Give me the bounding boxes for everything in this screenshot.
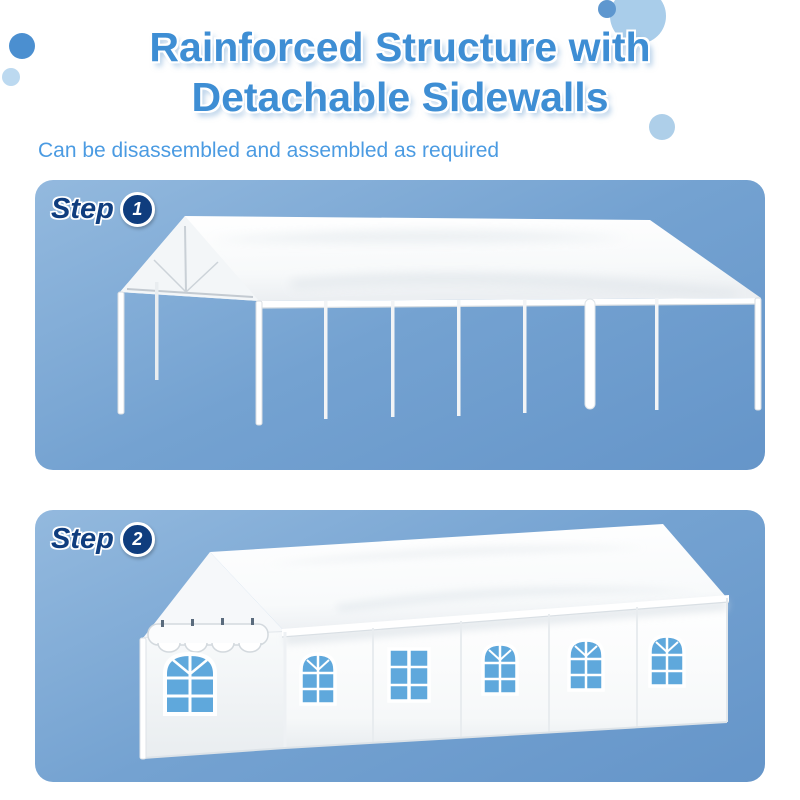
side-pole <box>324 301 328 419</box>
page-subtitle: Can be disassembled and assembled as req… <box>38 139 500 162</box>
decor-circle-top-left-dark <box>9 33 35 59</box>
side-pole <box>391 300 395 417</box>
page-title: Rainforced Structure with Detachable Sid… <box>0 22 800 122</box>
front-left-pole <box>117 291 125 415</box>
side-pole <box>457 300 461 416</box>
back-left-pole <box>155 282 159 380</box>
rolled-sidewall-pole <box>584 298 596 410</box>
canopy-frame-illustration <box>117 216 762 426</box>
side-window-5 <box>648 634 686 688</box>
step1-panel: Step 1 <box>35 180 765 470</box>
side-pole <box>655 298 659 410</box>
side-window-2 <box>387 647 431 703</box>
side-window-1 <box>299 652 337 706</box>
step1-label-text: Step <box>51 193 114 225</box>
decor-circle-top-right-dark <box>598 0 616 18</box>
step2-number-badge: 2 <box>119 522 155 557</box>
side-window-4 <box>567 638 605 692</box>
page-title-line1: Rainforced Structure with <box>149 24 651 70</box>
step2-label-text: Step <box>51 523 114 555</box>
step2-panel: Step 2 <box>35 510 765 782</box>
side-pole <box>523 299 527 413</box>
far-right-pole <box>754 297 762 411</box>
step2-label: Step 2 <box>51 522 155 557</box>
step1-number-badge: 1 <box>119 192 155 227</box>
decor-circle-left-light <box>2 68 20 86</box>
rolled-up-door <box>147 618 269 653</box>
decor-circle-top-right-large-light <box>610 0 666 44</box>
decor-circle-right-light <box>649 114 675 140</box>
tent-with-sidewalls-illustration <box>139 524 730 760</box>
front-right-pole <box>255 300 263 426</box>
front-window <box>163 651 217 716</box>
step1-label: Step 1 <box>51 192 155 227</box>
side-window-3 <box>481 642 519 696</box>
page-title-line2: Detachable Sidewalls <box>191 74 609 121</box>
